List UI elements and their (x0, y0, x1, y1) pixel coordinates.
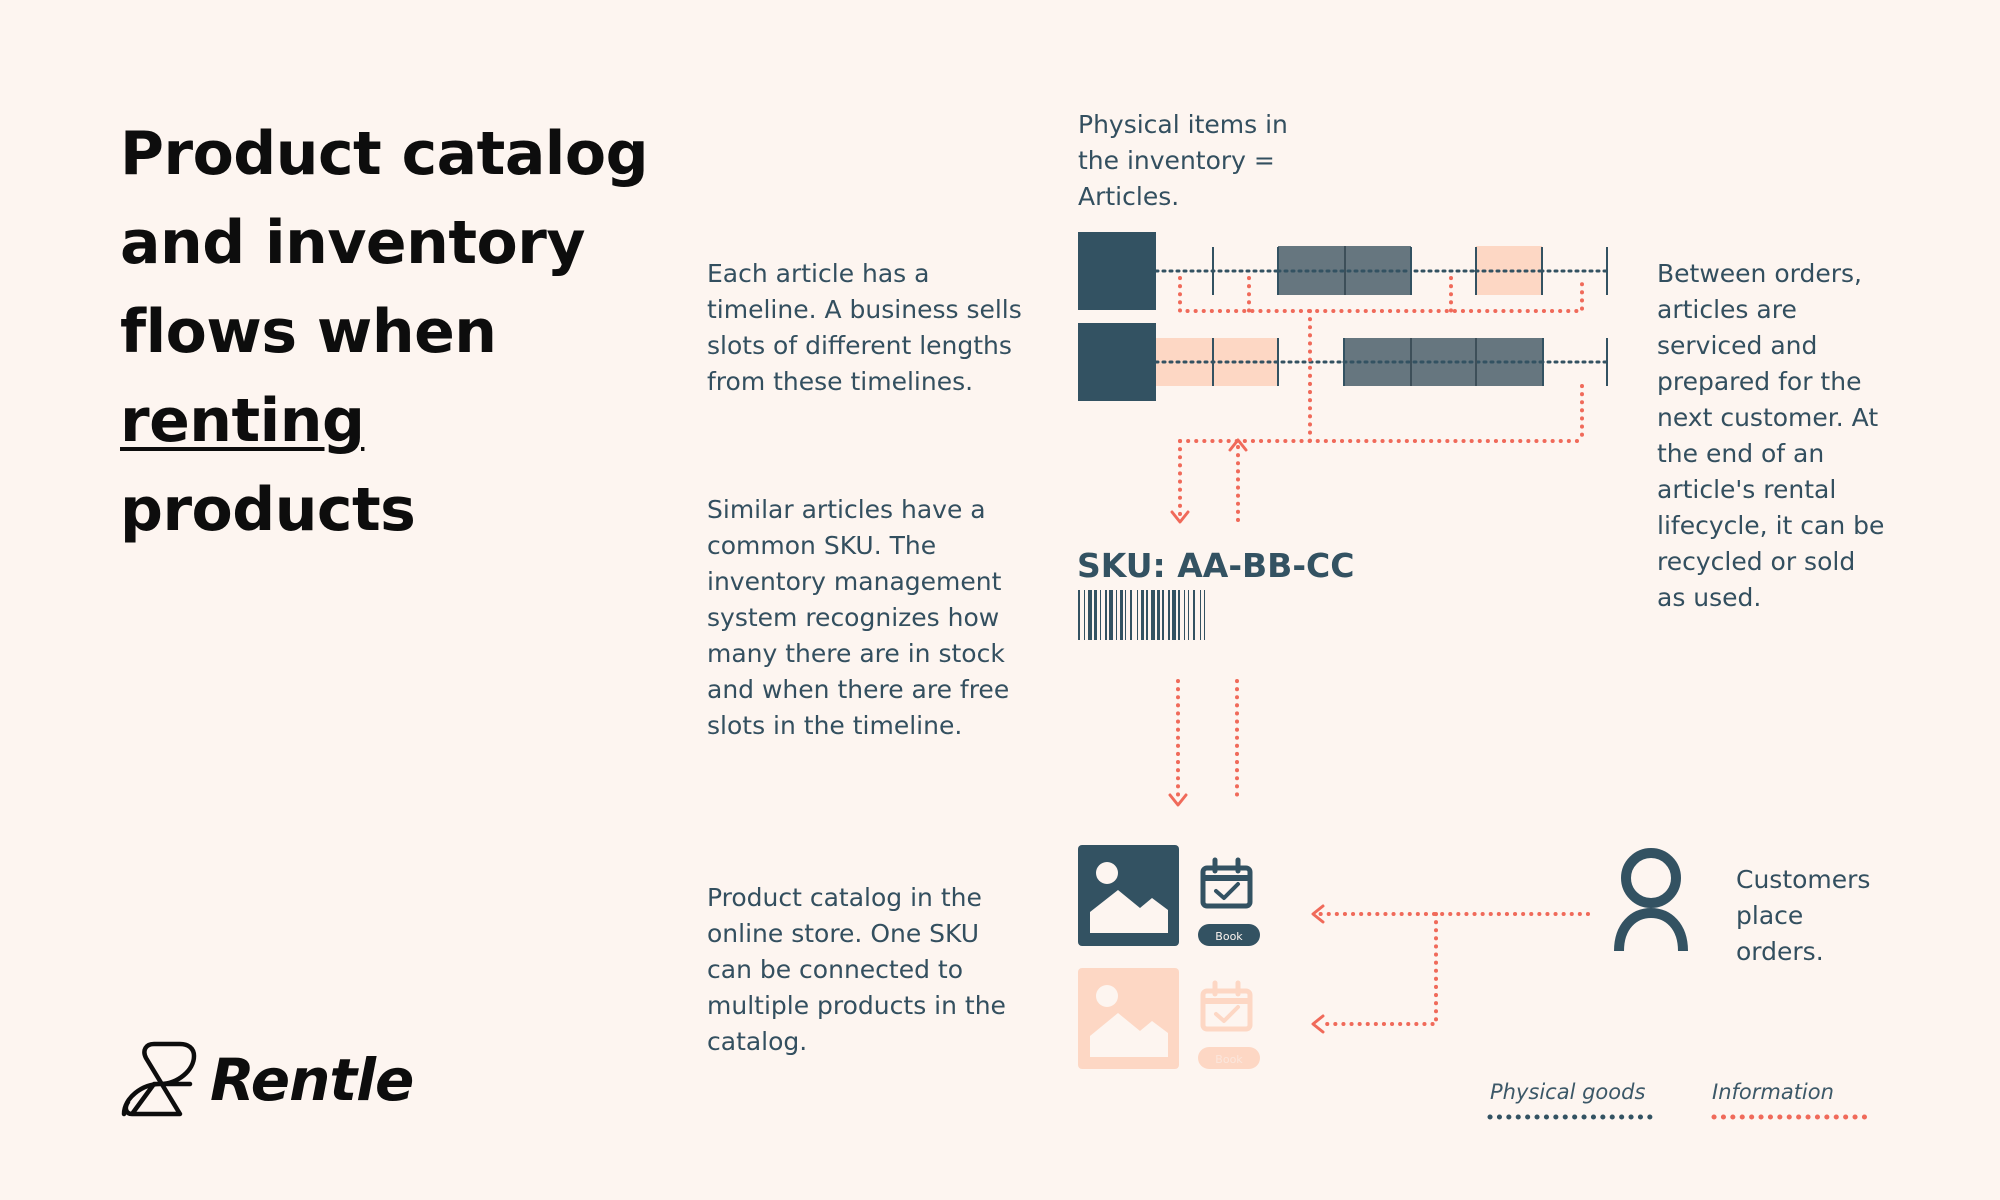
customers-text: Customers place orders. (1736, 862, 1870, 970)
barcode-bar (1109, 590, 1113, 640)
barcode-bar (1193, 590, 1195, 640)
title-line-underlined: renting (120, 386, 365, 456)
book-button-label: Book (1215, 1053, 1243, 1066)
barcode-bar (1130, 590, 1132, 640)
text-line: catalog. (707, 1027, 808, 1056)
barcode-bar (1162, 590, 1164, 640)
article-row-1 (1078, 232, 1610, 310)
book-button-faded[interactable]: Book (1198, 1047, 1260, 1069)
barcode-bar (1084, 590, 1085, 640)
book-button-label: Book (1215, 930, 1243, 943)
article-row-2 (1078, 323, 1610, 401)
information-flow-top (1178, 276, 1584, 525)
article-block-icon (1078, 232, 1156, 310)
text-line: place (1736, 901, 1804, 930)
text-line: online store. One SKU (707, 919, 980, 948)
barcode-bar (1088, 590, 1092, 640)
article-block-icon (1078, 323, 1156, 401)
between-orders-text: Between orders, articles are serviced an… (1657, 256, 1884, 616)
text-line: Similar articles have a (707, 495, 986, 524)
text-line: recycled or sold (1657, 547, 1856, 576)
text-line: slots in the timeline. (707, 711, 963, 740)
arrow-up-icon (1228, 438, 1248, 452)
legend-physical-label: Physical goods (1490, 1080, 1646, 1104)
barcode-bar (1151, 590, 1155, 640)
information-flow-middle (1176, 679, 1239, 802)
arrow-down-icon (1168, 793, 1188, 807)
barcode-bar (1178, 590, 1180, 640)
text-line: the end of an (1657, 439, 1825, 468)
barcode-bar (1100, 590, 1101, 640)
text-line: slots of different lengths (707, 331, 1012, 360)
barcode-bar (1120, 590, 1123, 640)
text-line: the inventory = (1078, 146, 1275, 175)
barcode-bar (1200, 590, 1201, 640)
text-line: Customers (1736, 865, 1871, 894)
text-line: inventory management (707, 567, 1002, 596)
rentle-logo-icon (121, 1041, 197, 1117)
text-line: multiple products in the (707, 991, 1006, 1020)
text-line: many there are in stock (707, 639, 1005, 668)
text-line: and when there are free (707, 675, 1010, 704)
text-line: lifecycle, it can be (1657, 511, 1885, 540)
legend-information-label: Information (1712, 1080, 1834, 1104)
barcode-bar (1125, 590, 1126, 640)
text-line: can be connected to (707, 955, 964, 984)
barcode-bar (1172, 590, 1176, 640)
catalog-text: Product catalog in the online store. One… (707, 880, 1006, 1060)
arrow-down-icon (1170, 510, 1190, 524)
title-line: flows when (120, 297, 497, 367)
barcode-bar (1168, 590, 1170, 640)
text-line: article's rental (1657, 475, 1837, 504)
text-line: Physical items in (1078, 110, 1288, 139)
barcode-bar (1141, 590, 1144, 640)
barcode-bar (1204, 590, 1205, 640)
barcode-bar (1146, 590, 1148, 640)
title-line: and inventory (120, 208, 585, 278)
sku-label: SKU: AA-BB-CC (1077, 546, 1355, 585)
image-icon (1078, 845, 1179, 946)
barcode-bar (1184, 590, 1185, 640)
calendar-check-icon (1200, 980, 1253, 1032)
image-icon (1078, 968, 1179, 1069)
barcode-bar (1157, 590, 1160, 640)
text-line: next customer. At (1657, 403, 1879, 432)
text-line: timeline. A business sells (707, 295, 1022, 324)
timeline-text: Each article has a timeline. A business … (707, 256, 1022, 400)
arrow-left-icon (1311, 1014, 1325, 1034)
arrow-left-icon (1311, 904, 1325, 924)
text-line: from these timelines. (707, 367, 974, 396)
text-line: common SKU. The (707, 531, 937, 560)
barcode-bar (1105, 590, 1107, 640)
information-flow-orders (1318, 912, 1590, 1026)
barcode-bar (1094, 590, 1097, 640)
physical-items-text: Physical items in the inventory = Articl… (1078, 107, 1288, 215)
sku-text: Similar articles have a common SKU. The … (707, 492, 1009, 744)
text-line: articles are (1657, 295, 1797, 324)
text-line: prepared for the (1657, 367, 1862, 396)
text-line: system recognizes how (707, 603, 1000, 632)
text-line: Between orders, (1657, 259, 1862, 288)
barcode-bar (1116, 590, 1117, 640)
text-line: Product catalog in the (707, 883, 982, 912)
barcode-bar (1188, 590, 1189, 640)
barcode-icon (1078, 590, 1205, 640)
text-line: serviced and (1657, 331, 1818, 360)
page-title: Product catalog and inventory flows when… (120, 110, 680, 555)
calendar-check-icon (1200, 857, 1253, 909)
brand-name: Rentle (210, 1046, 414, 1114)
title-line: Product catalog (120, 119, 649, 189)
barcode-bar (1078, 590, 1080, 640)
text-line: orders. (1736, 937, 1824, 966)
user-icon (1614, 848, 1688, 952)
title-line: products (120, 475, 416, 545)
text-line: Each article has a (707, 259, 930, 288)
barcode-bar (1137, 590, 1138, 640)
text-line: Articles. (1078, 182, 1180, 211)
book-button[interactable]: Book (1198, 924, 1260, 946)
text-line: as used. (1657, 583, 1762, 612)
